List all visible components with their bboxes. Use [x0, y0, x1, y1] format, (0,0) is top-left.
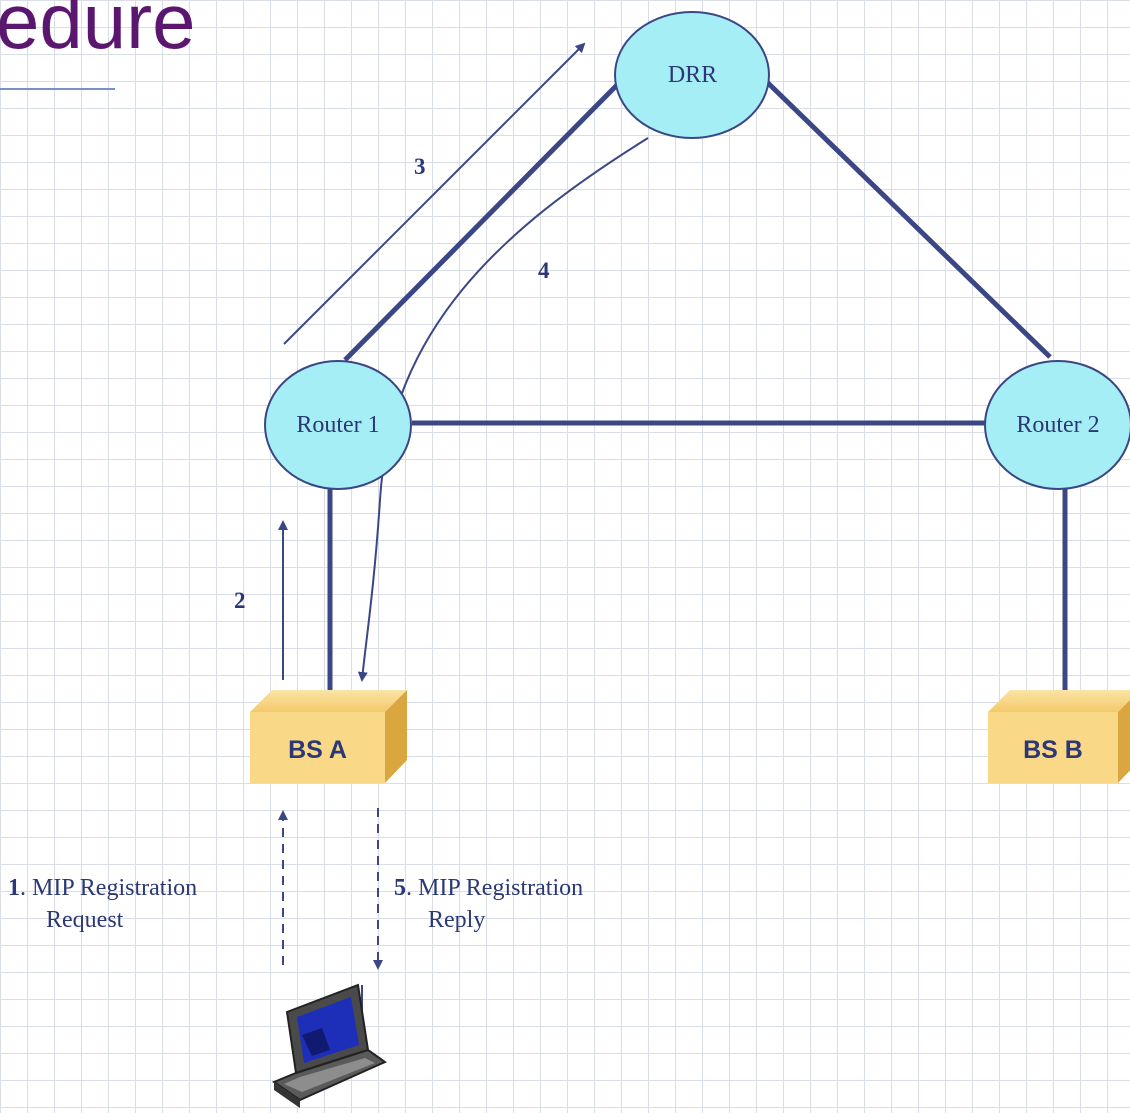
- step-4-label: 4: [538, 258, 550, 283]
- request-step-number: 1: [8, 875, 20, 901]
- router2-label: Router 2: [1016, 411, 1100, 438]
- request-line2: Request: [46, 907, 124, 933]
- bs-a-label: BS A: [288, 735, 347, 764]
- page-title: edure: [0, 0, 196, 65]
- laptop-icon: [271, 983, 388, 1108]
- step-3-label: 3: [414, 154, 426, 179]
- bs-b-box: [988, 690, 1130, 783]
- drr-node: [614, 11, 770, 139]
- title-underline: [0, 88, 115, 90]
- request-line1: . MIP Registration: [20, 875, 198, 901]
- reply-step-number: 5: [394, 875, 406, 901]
- router1-label: Router 1: [296, 411, 380, 438]
- drr-label: DRR: [667, 61, 718, 88]
- step-2-label: 2: [234, 588, 246, 613]
- link-drr-router2: [766, 81, 1052, 359]
- registration-request-label: 1. MIP Registration Request: [8, 872, 197, 936]
- reply-line2: Reply: [428, 907, 486, 933]
- bs-a-box: [250, 690, 407, 783]
- router2-node: [984, 360, 1130, 490]
- bs-b-label: BS B: [1023, 735, 1083, 764]
- arrow-step-3: [283, 42, 586, 345]
- router1-node: [264, 360, 412, 490]
- reply-line1: . MIP Registration: [406, 875, 584, 901]
- registration-reply-label: 5. MIP Registration Reply: [394, 872, 583, 936]
- link-router1-drr: [343, 83, 619, 362]
